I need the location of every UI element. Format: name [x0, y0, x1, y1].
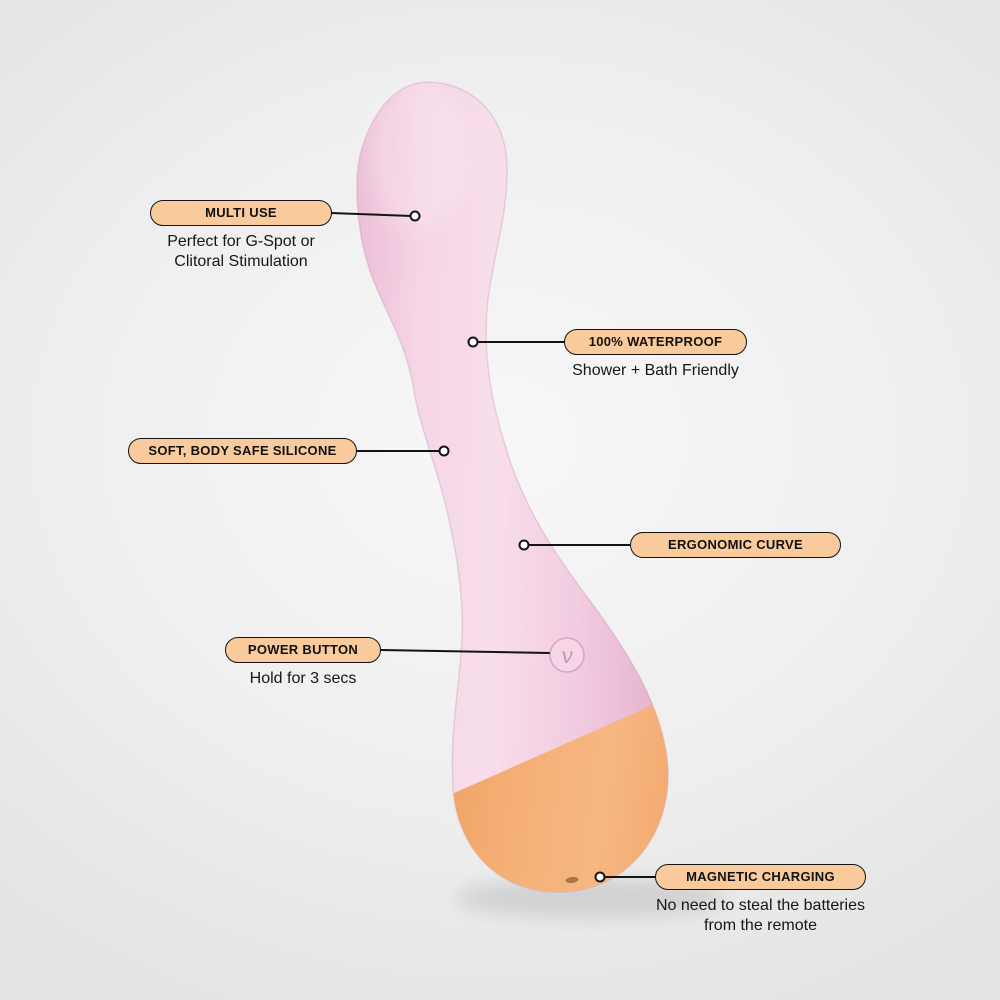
callout-magnetic-label: MAGNETIC CHARGING — [655, 864, 866, 890]
connector-line-power — [378, 649, 550, 654]
marker-dot-waterproof — [467, 336, 479, 348]
power-button-icon — [549, 637, 585, 673]
product-base — [400, 692, 669, 893]
marker-dot-multi-use — [409, 210, 421, 222]
logo-glyph: v — [561, 644, 574, 669]
callout-silicone: SOFT, BODY SAFE SILICONE — [128, 438, 357, 464]
marker-dot-silicone — [438, 445, 450, 457]
marker-dot-ergonomic — [518, 539, 530, 551]
callout-power-description: Hold for 3 secs — [249, 670, 357, 687]
product-shadow — [455, 878, 725, 918]
callout-waterproof-label: 100% WATERPROOF — [564, 329, 747, 355]
callout-waterproof-description: Shower + Bath Friendly — [572, 362, 739, 379]
magnetic-contact — [565, 876, 579, 884]
marker-dot-magnetic — [594, 871, 606, 883]
body-highlight — [366, 83, 470, 227]
callout-waterproof: 100% WATERPROOF Shower + Bath Friendly — [564, 329, 747, 381]
callout-multi-use-label: MULTI USE — [150, 200, 332, 226]
connector-line-multi-use — [330, 212, 413, 217]
callout-power: POWER BUTTON Hold for 3 secs — [225, 637, 381, 689]
callout-magnetic-description: No need to steal the batteries from the … — [655, 897, 866, 934]
callout-multi-use-description: Perfect for G-Spot or Clitoral Stimulati… — [167, 233, 315, 270]
callout-silicone-label: SOFT, BODY SAFE SILICONE — [128, 438, 357, 464]
callout-magnetic: MAGNETIC CHARGING No need to steal the b… — [655, 864, 866, 936]
callout-ergonomic: ERGONOMIC CURVE — [630, 532, 841, 558]
callout-multi-use: MULTI USE Perfect for G-Spot or Clitoral… — [150, 200, 332, 272]
callout-power-label: POWER BUTTON — [225, 637, 381, 663]
callout-ergonomic-label: ERGONOMIC CURVE — [630, 532, 841, 558]
